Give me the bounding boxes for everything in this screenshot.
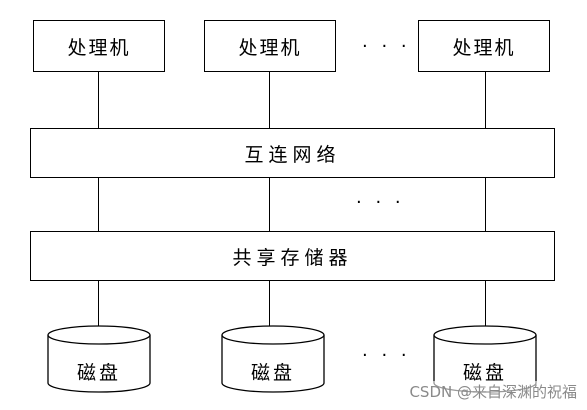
connector-line xyxy=(269,72,270,129)
connector-line xyxy=(269,178,270,232)
processor-box: 处理机 xyxy=(418,20,550,72)
processor-box: 处理机 xyxy=(33,20,165,72)
disk-label: 磁盘 xyxy=(76,362,121,384)
shared-memory-box: 共享存储器 xyxy=(30,231,555,281)
connector-line xyxy=(98,72,99,129)
processor-box: 处理机 xyxy=(204,20,336,72)
processor-label: 处理机 xyxy=(238,36,302,59)
processor-label: 处理机 xyxy=(452,36,516,59)
watermark: CSDN @来自深渊的祝福 xyxy=(409,381,577,402)
connector-line xyxy=(485,178,486,232)
connector-line xyxy=(485,281,486,330)
interconnect-label: 互连网络 xyxy=(244,143,341,166)
processor-label: 处理机 xyxy=(67,36,131,59)
disk-ellipsis: · · · xyxy=(362,345,411,366)
shared-memory-label: 共享存储器 xyxy=(232,246,353,269)
disk-label: 磁盘 xyxy=(250,362,295,384)
connector-line xyxy=(269,281,270,330)
connector-line xyxy=(485,72,486,129)
connector-line xyxy=(98,178,99,232)
middle-ellipsis: · · · xyxy=(356,192,405,213)
processor-ellipsis: · · · xyxy=(362,36,411,57)
disk-cylinder-icon xyxy=(47,325,151,393)
connector-line xyxy=(98,281,99,330)
interconnect-network-box: 互连网络 xyxy=(30,128,555,178)
disk-label: 磁盘 xyxy=(462,362,507,384)
disk-cylinder-icon xyxy=(221,325,325,393)
